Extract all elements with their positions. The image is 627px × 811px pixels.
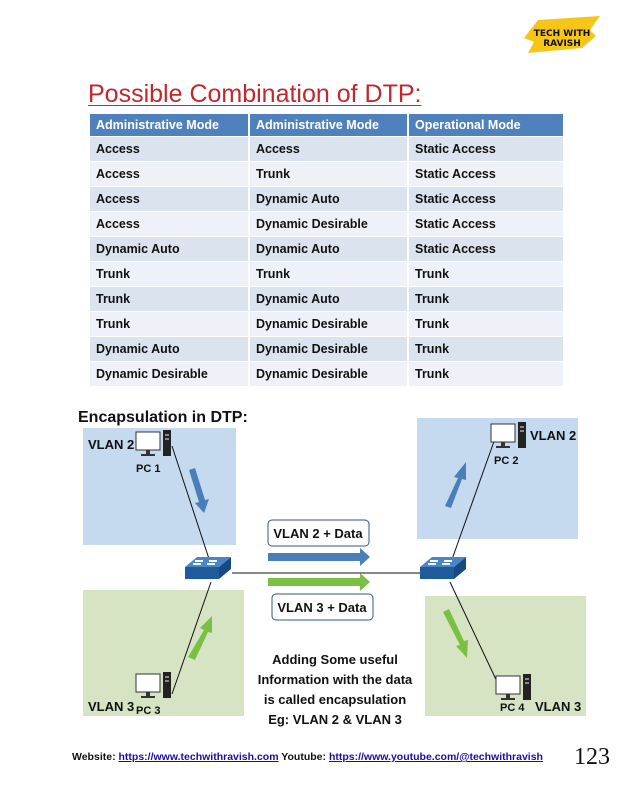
arrow-switch-to-pc4 bbox=[443, 609, 468, 658]
table-cell: Static Access bbox=[408, 136, 565, 162]
table-cell: Trunk bbox=[408, 261, 565, 287]
arrow-vlan3-data bbox=[268, 573, 370, 591]
logo-text-2: RAVISH bbox=[543, 39, 581, 49]
table-cell: Static Access bbox=[408, 236, 565, 262]
pc3-label: PC 3 bbox=[136, 705, 160, 717]
table-cell: Dynamic Desirable bbox=[249, 211, 409, 237]
vlan2-data-label: VLAN 2 + Data bbox=[273, 526, 363, 541]
page-title: Possible Combination of DTP: bbox=[88, 80, 422, 108]
note-line-3: is called encapsulation bbox=[264, 692, 406, 707]
table-cell: Dynamic Desirable bbox=[90, 361, 250, 386]
diagram-heading: Encapsulation in DTP: bbox=[78, 409, 248, 426]
table-cell: Access bbox=[90, 211, 250, 237]
table-cell: Dynamic Desirable bbox=[249, 336, 409, 362]
website-link[interactable]: https://www.techwithravish.com bbox=[118, 751, 279, 763]
table-cell: Trunk bbox=[90, 286, 250, 312]
table-cell: Trunk bbox=[90, 311, 250, 337]
logo: TECH WITH RAVISH bbox=[524, 16, 600, 53]
arrow-vlan2-data bbox=[268, 548, 370, 566]
table-cell: Access bbox=[90, 186, 250, 212]
switch-left-icon bbox=[185, 557, 231, 579]
link-pc4 bbox=[449, 581, 501, 689]
vlan2-right-label: VLAN 2 bbox=[530, 428, 576, 443]
table-cell: Trunk bbox=[90, 261, 250, 287]
column-header: Administrative Mode bbox=[249, 114, 409, 137]
table-cell: Dynamic Desirable bbox=[249, 361, 409, 386]
page-number: 123 bbox=[574, 744, 610, 770]
arrow-pc3-to-switch bbox=[188, 616, 212, 660]
switch-right-icon bbox=[420, 557, 466, 579]
table-cell: Dynamic Auto bbox=[249, 186, 409, 212]
table-cell: Static Access bbox=[408, 186, 565, 212]
vlan3-data-box bbox=[271, 593, 374, 621]
table-cell: Static Access bbox=[408, 211, 565, 237]
table-cell: Dynamic Auto bbox=[90, 236, 250, 262]
logo-text-1: TECH WITH bbox=[534, 29, 591, 39]
table-cell: Trunk bbox=[408, 361, 565, 386]
arrow-switch-to-pc2 bbox=[445, 462, 466, 508]
pc2-label: PC 2 bbox=[494, 455, 518, 467]
vlan3-data-label: VLAN 3 + Data bbox=[277, 600, 367, 615]
vlan2-data-box bbox=[267, 519, 370, 547]
vlan2-left-label: VLAN 2 bbox=[88, 437, 134, 452]
table-cell: Access bbox=[90, 161, 250, 187]
youtube-label: Youtube: bbox=[281, 751, 327, 763]
pc1-label: PC 1 bbox=[136, 463, 160, 475]
note-line-4: Eg: VLAN 2 & VLAN 3 bbox=[268, 712, 402, 727]
link-pc3 bbox=[171, 581, 212, 695]
table-cell: Trunk bbox=[408, 311, 565, 337]
table-cell: Trunk bbox=[408, 336, 565, 362]
table-cell: Dynamic Auto bbox=[249, 236, 409, 262]
table-cell: Static Access bbox=[408, 161, 565, 187]
column-header: Operational Mode bbox=[408, 114, 565, 137]
table-cell: Access bbox=[249, 136, 409, 162]
website-label: Website: bbox=[72, 751, 116, 763]
table-cell: Trunk bbox=[249, 161, 409, 187]
youtube-link[interactable]: https://www.youtube.com/@techwithravish bbox=[328, 751, 543, 763]
table-cell: Access bbox=[90, 136, 250, 162]
table-cell: Trunk bbox=[408, 286, 565, 312]
footer: Website: https://www.techwithravish.com … bbox=[72, 751, 543, 763]
note-line-2: Information with the data bbox=[258, 672, 413, 687]
table-cell: Dynamic Auto bbox=[90, 336, 250, 362]
table-cell: Trunk bbox=[249, 261, 409, 287]
table-cell: Dynamic Desirable bbox=[249, 311, 409, 337]
arrow-pc1-to-switch bbox=[189, 468, 209, 513]
encapsulation-diagram: Encapsulation in DTP: VLAN 2 + Data VLAN… bbox=[78, 409, 586, 727]
note-line-1: Adding Some useful bbox=[272, 652, 398, 667]
table-cell: Dynamic Auto bbox=[249, 286, 409, 312]
vlan3-left-label: VLAN 3 bbox=[88, 699, 134, 714]
link-pc2 bbox=[449, 432, 498, 566]
vlan3-right-label: VLAN 3 bbox=[535, 699, 581, 714]
column-header: Administrative Mode bbox=[90, 114, 250, 137]
pc4-label: PC 4 bbox=[500, 702, 525, 714]
link-pc1 bbox=[171, 445, 212, 566]
